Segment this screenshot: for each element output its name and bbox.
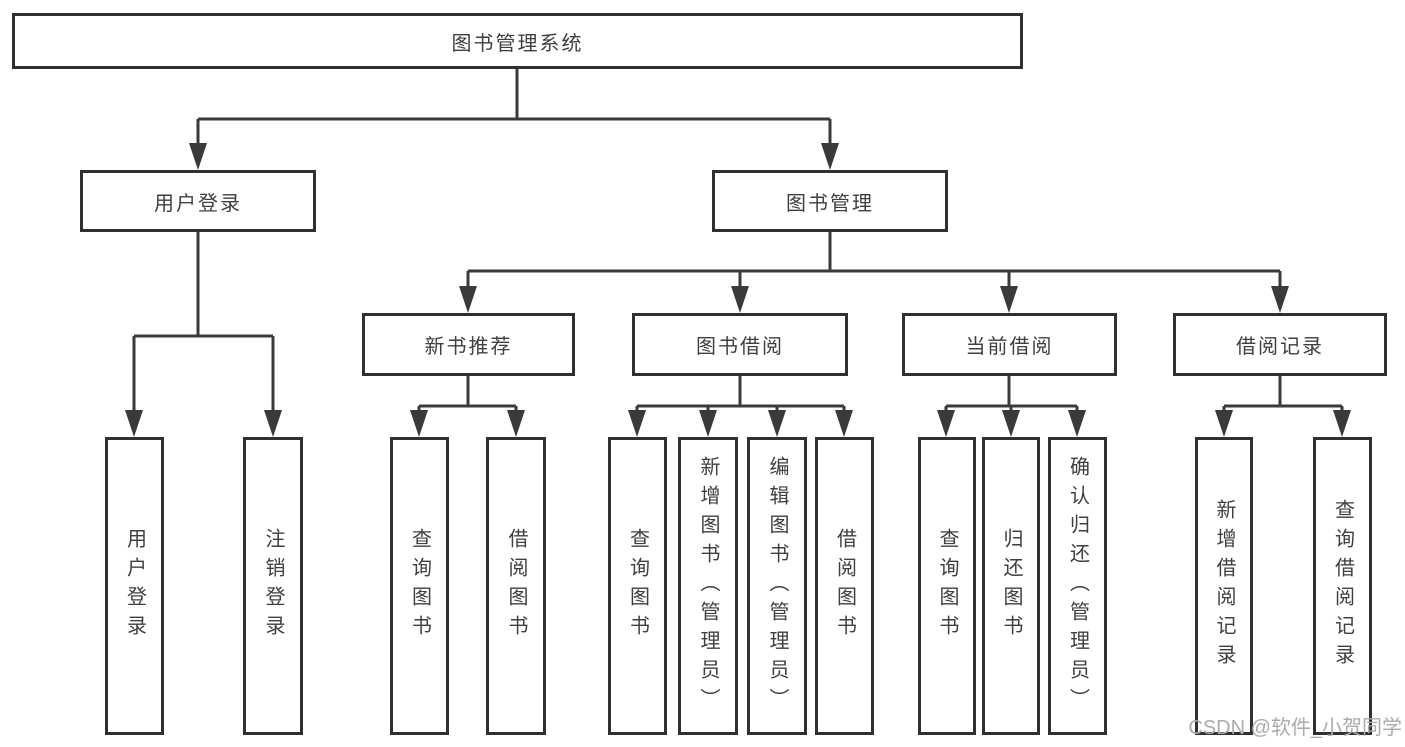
leaf-borrow-books: 借阅图书 [815, 437, 874, 735]
csdn-watermark: CSDN @软件_小贺同学 [1188, 717, 1402, 739]
leaf-edit-book-admin-label: 编辑图书（管理员） [766, 455, 788, 717]
node-current-borrowing: 当前借阅 [902, 313, 1117, 376]
node-new-book-recommendation: 新书推荐 [362, 313, 575, 376]
leaf-edit-book-admin: 编辑图书（管理员） [747, 437, 807, 735]
node-book-management: 图书管理 [712, 170, 948, 232]
node-book-borrowing: 图书借阅 [632, 313, 848, 376]
leaf-user-login: 用户登录 [105, 437, 164, 735]
node-borrowing-records: 借阅记录 [1173, 313, 1387, 376]
leaf-confirm-return-admin-label: 确认归还（管理员） [1066, 455, 1089, 717]
node-user-login: 用户登录 [80, 170, 316, 232]
leaf-user-login-label: 用户登录 [123, 528, 146, 644]
leaf-add-borrow-record-label: 新增借阅记录 [1213, 499, 1235, 673]
leaf-logout: 注销登录 [243, 437, 303, 735]
leaf-add-borrow-record: 新增借阅记录 [1195, 437, 1253, 735]
leaf-query-borrow-record: 查询借阅记录 [1313, 437, 1372, 735]
leaf-borrow-books-label: 借阅图书 [833, 528, 856, 644]
leaf-borrow-books-recommend: 借阅图书 [486, 437, 546, 735]
leaf-return-book: 归还图书 [982, 437, 1040, 735]
leaf-confirm-return-admin: 确认归还（管理员） [1048, 437, 1107, 735]
leaf-query-books-borrowing-label: 查询图书 [626, 528, 649, 644]
leaf-query-books-current-label: 查询图书 [936, 528, 958, 644]
leaf-query-books-borrowing: 查询图书 [608, 437, 667, 735]
node-library-management-system: 图书管理系统 [12, 13, 1023, 69]
leaf-query-books-current: 查询图书 [918, 437, 976, 735]
leaf-query-books-recommend: 查询图书 [390, 437, 449, 735]
leaf-add-book-admin: 新增图书（管理员） [678, 437, 738, 735]
leaf-borrow-books-recommend-label: 借阅图书 [505, 528, 527, 644]
leaf-return-book-label: 归还图书 [1000, 528, 1022, 644]
leaf-logout-label: 注销登录 [262, 528, 284, 644]
leaf-query-books-recommend-label: 查询图书 [408, 528, 431, 644]
leaf-add-book-admin-label: 新增图书（管理员） [697, 455, 719, 717]
leaf-query-borrow-record-label: 查询借阅记录 [1331, 499, 1354, 673]
